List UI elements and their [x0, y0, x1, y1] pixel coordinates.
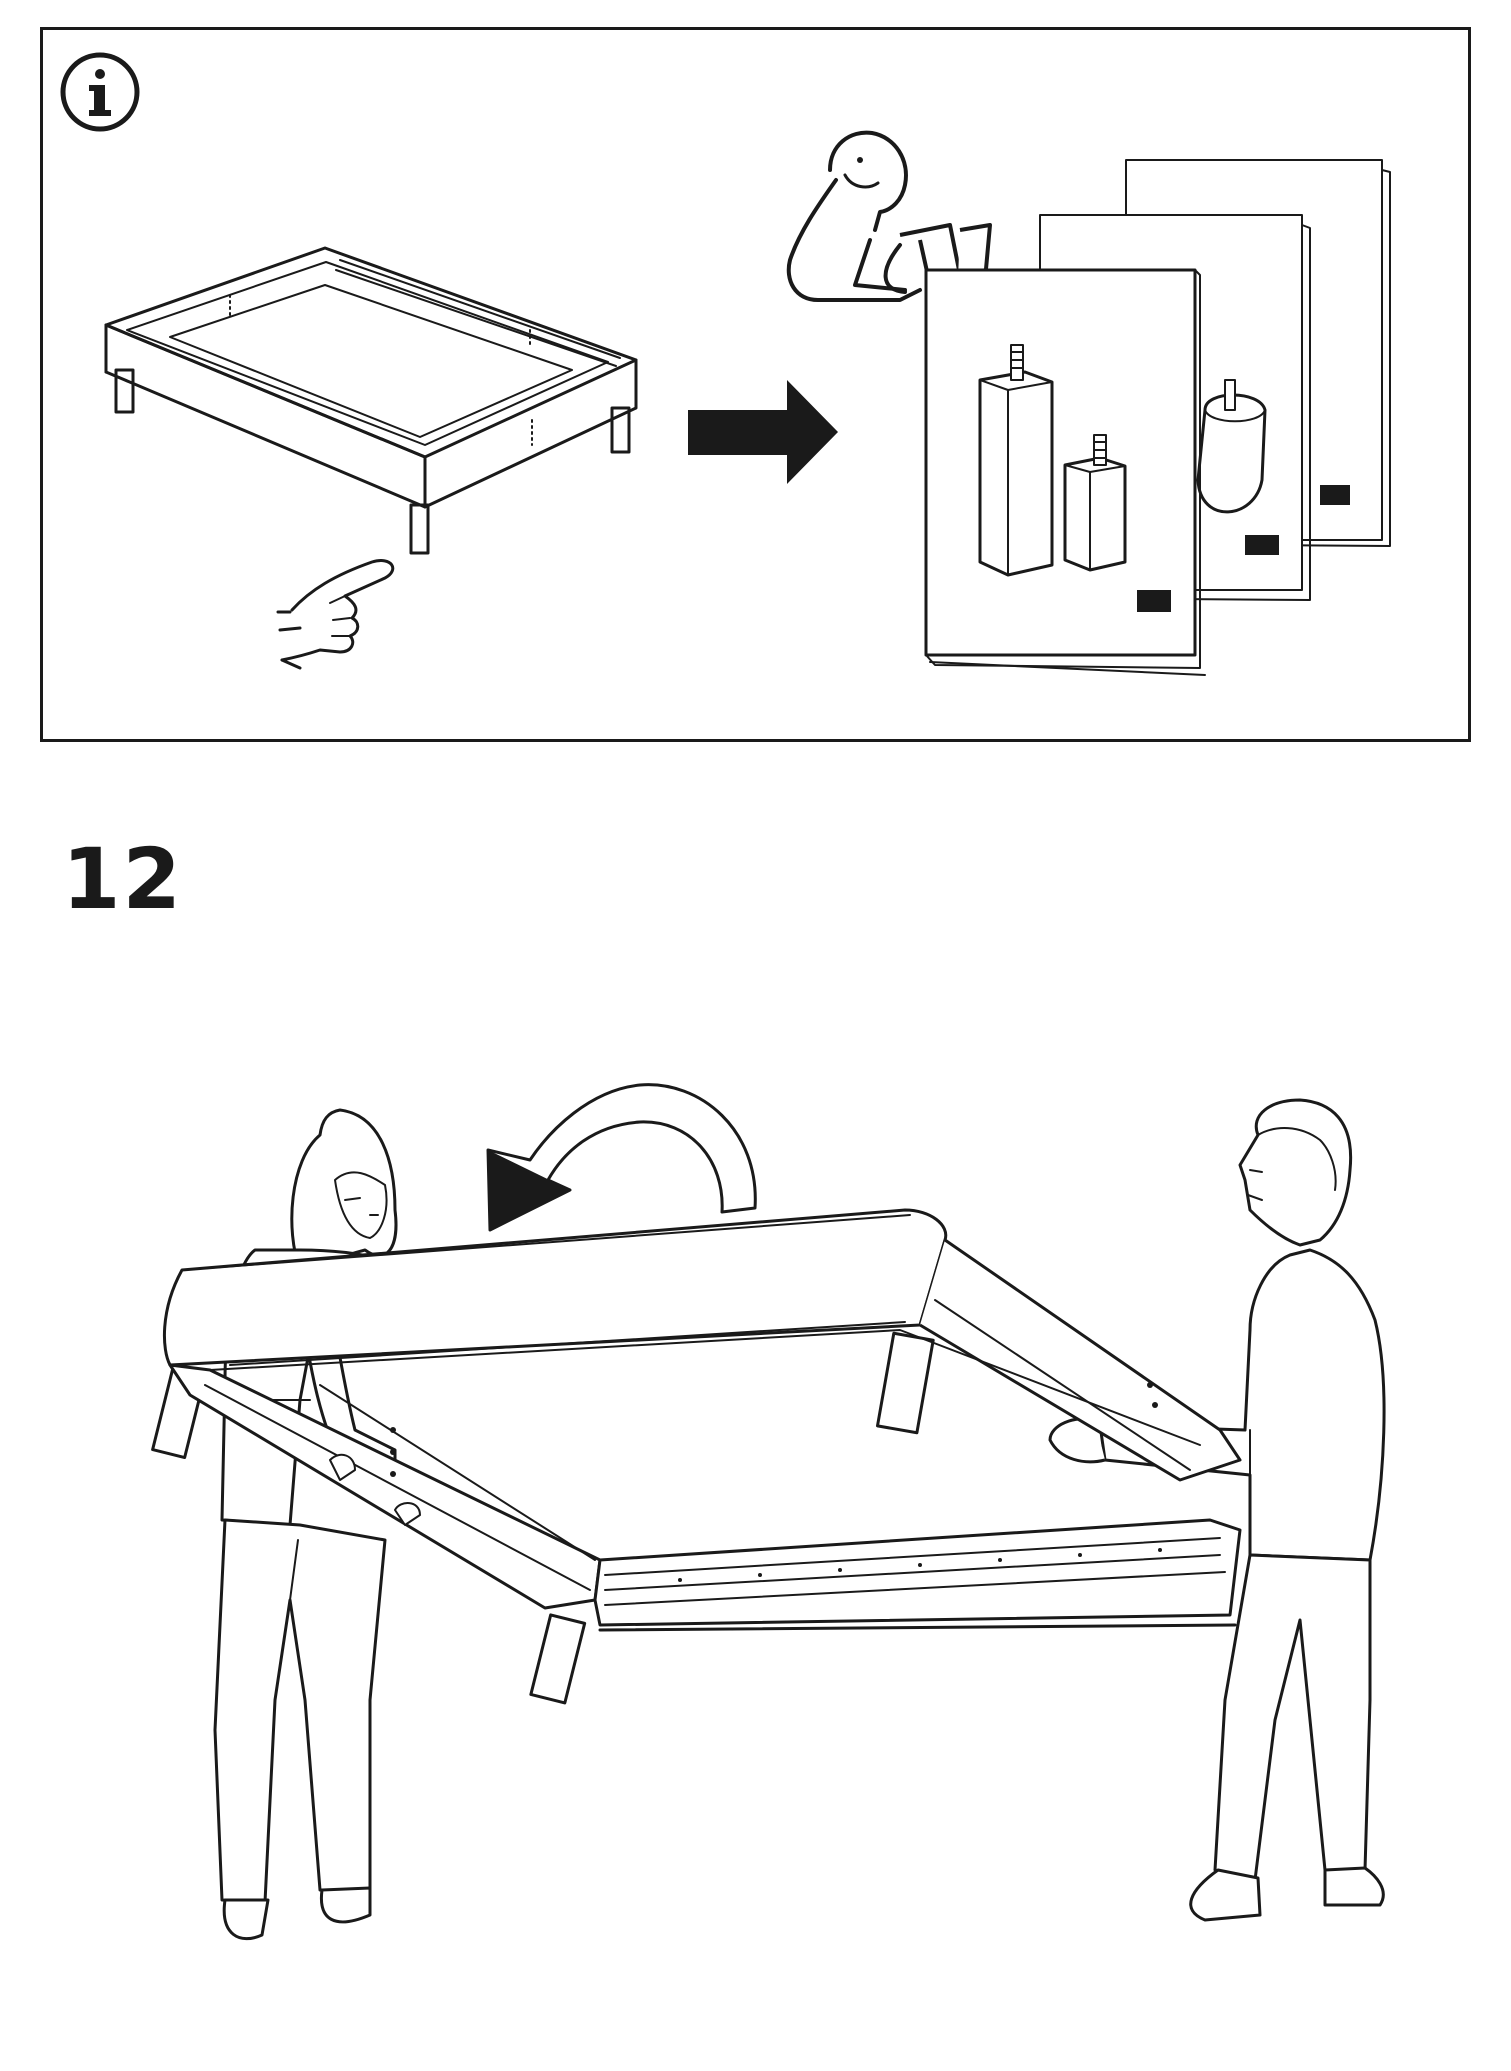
info-panel-illustration — [60, 52, 1391, 676]
leg-leaflet-front — [924, 268, 1206, 676]
man-assembler — [1048, 1098, 1386, 1922]
pointing-hand-icon — [276, 559, 395, 670]
step-number: 12 — [62, 830, 183, 928]
curved-arrow-icon — [486, 1083, 757, 1232]
bed-frame-large — [151, 1208, 1242, 1705]
reading-person-icon — [786, 130, 1001, 302]
info-panel — [40, 27, 1471, 742]
info-icon — [60, 52, 140, 132]
woman-assembler — [213, 1108, 412, 1941]
bed-leg — [151, 1366, 207, 1460]
bed-leg — [610, 406, 631, 454]
bed-leg — [875, 1331, 935, 1435]
bed-frame-small — [104, 246, 638, 555]
right-arrow-icon — [688, 380, 838, 484]
bed-leg — [529, 1613, 587, 1705]
bed-leg — [409, 503, 430, 555]
